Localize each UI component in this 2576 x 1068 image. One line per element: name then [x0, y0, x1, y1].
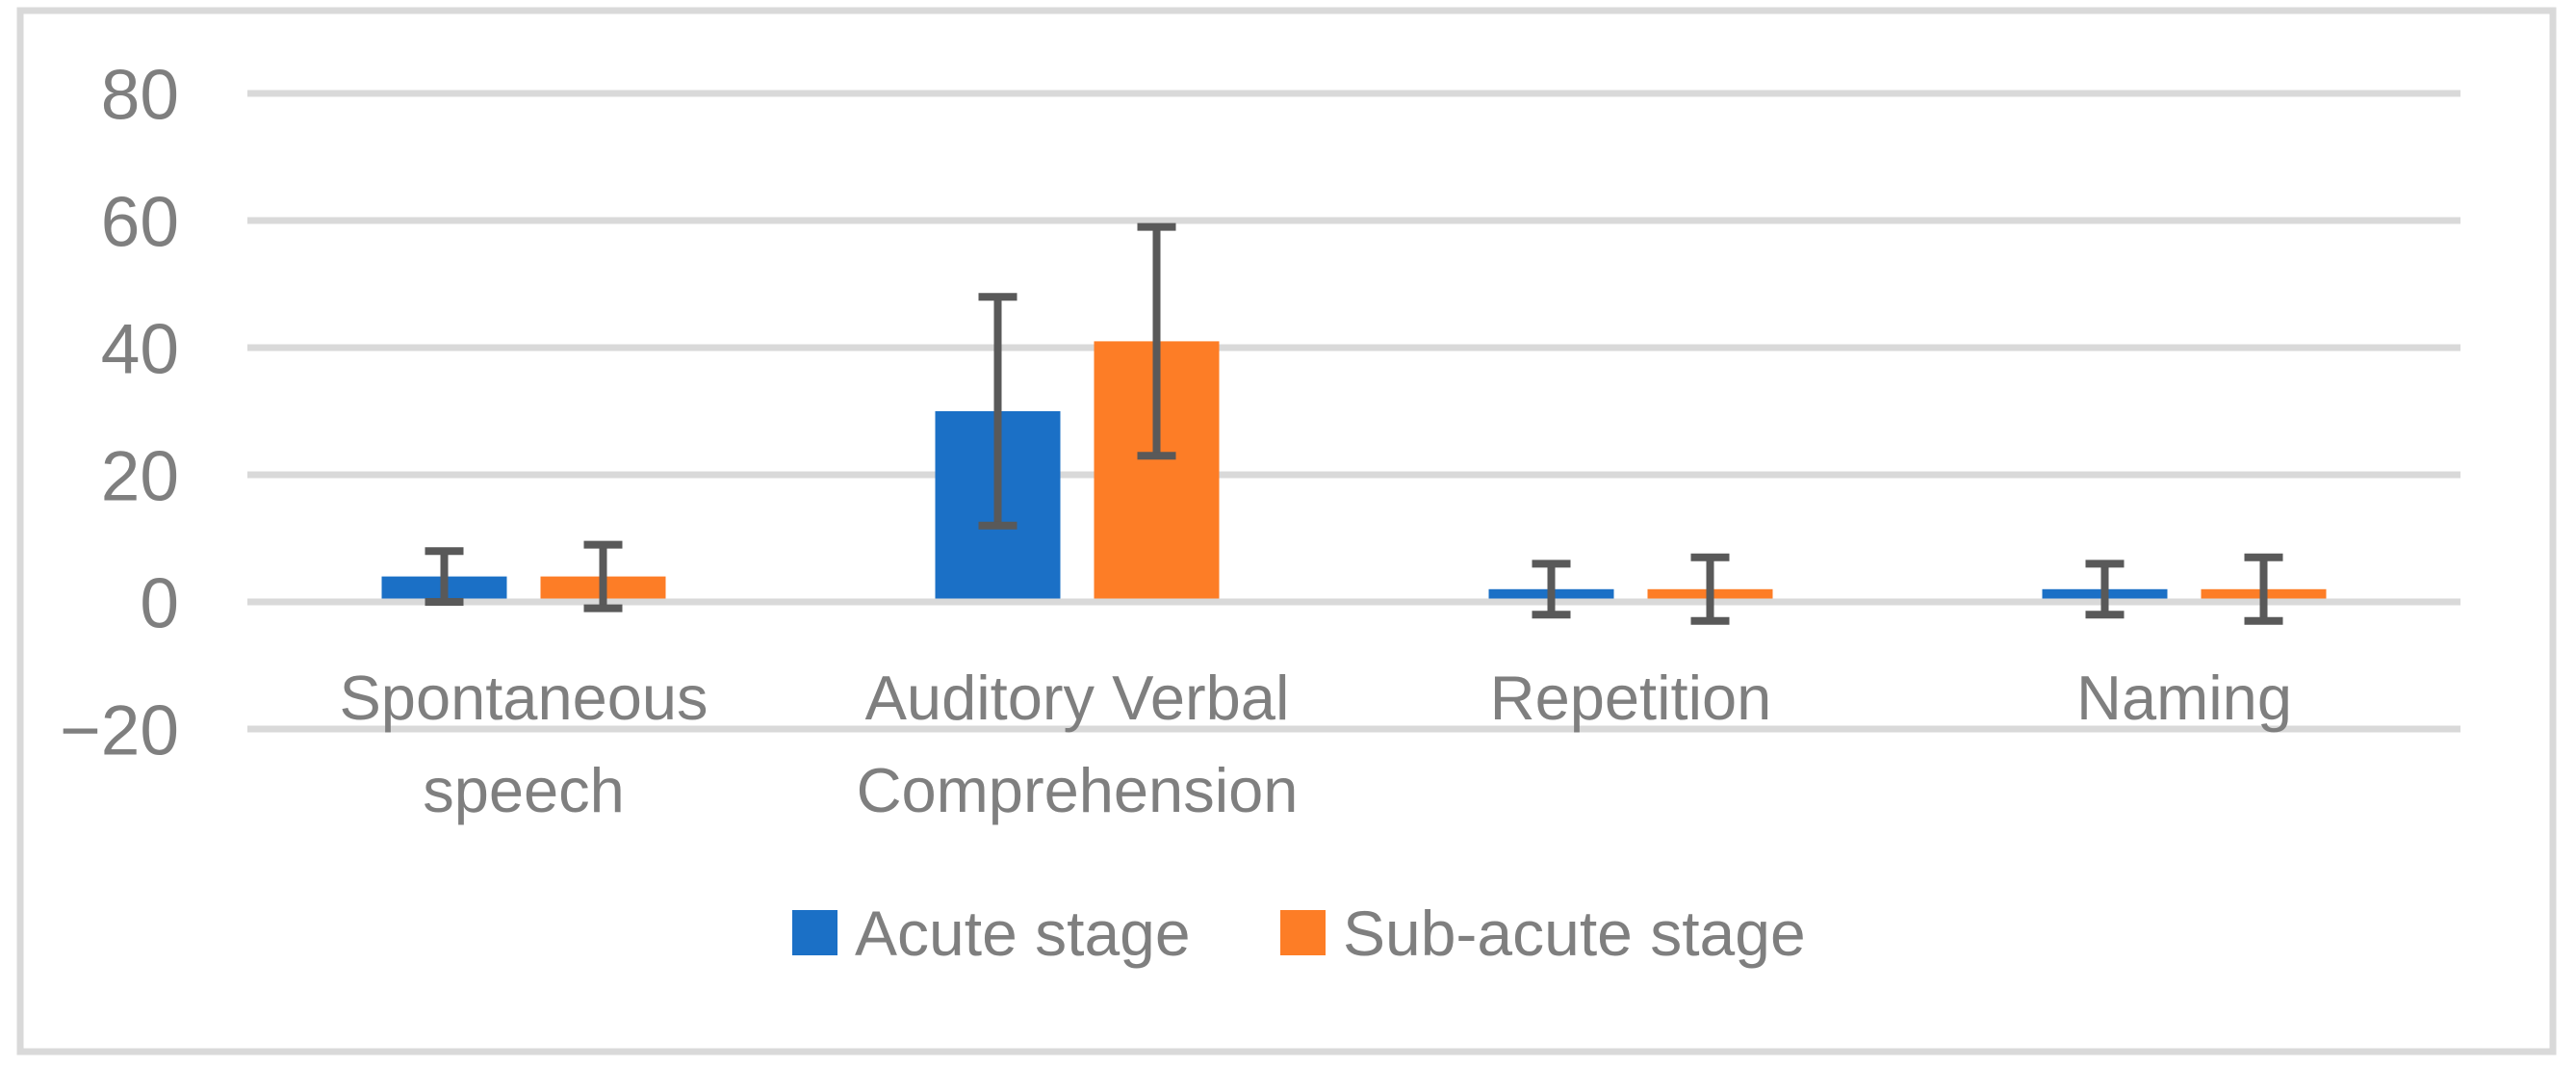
- y-tick-label: −20: [60, 691, 179, 769]
- category-label: Repetition: [1490, 663, 1772, 733]
- y-tick-label: 20: [101, 437, 179, 515]
- legend-swatch-sub-acute-stage: [1280, 910, 1326, 955]
- y-tick-label: 0: [140, 564, 179, 642]
- legend-label-acute-stage: Acute stage: [855, 898, 1191, 969]
- category-axis-labels: Spontaneous speech Auditory VerbalComprehe…: [339, 663, 2292, 825]
- y-tick-label: 60: [101, 183, 179, 261]
- y-tick-label: 80: [101, 56, 179, 134]
- category-label: Comprehension: [857, 755, 1299, 825]
- figure-border: [16, 7, 2557, 1055]
- y-tick-label: 40: [101, 310, 179, 388]
- legend-label-sub-acute-stage: Sub-acute stage: [1343, 898, 1806, 969]
- category-label: Spontaneous: [339, 663, 708, 733]
- category-label: speech: [423, 755, 625, 825]
- category-label: Naming: [2076, 663, 2292, 733]
- plot-area: 80 60 40 20 0 −20: [60, 56, 2460, 769]
- legend: Acute stage Sub-acute stage: [792, 898, 1806, 969]
- legend-swatch-acute-stage: [792, 910, 837, 955]
- category-label: Auditory Verbal: [865, 663, 1290, 733]
- error-bars-group: [425, 222, 2283, 625]
